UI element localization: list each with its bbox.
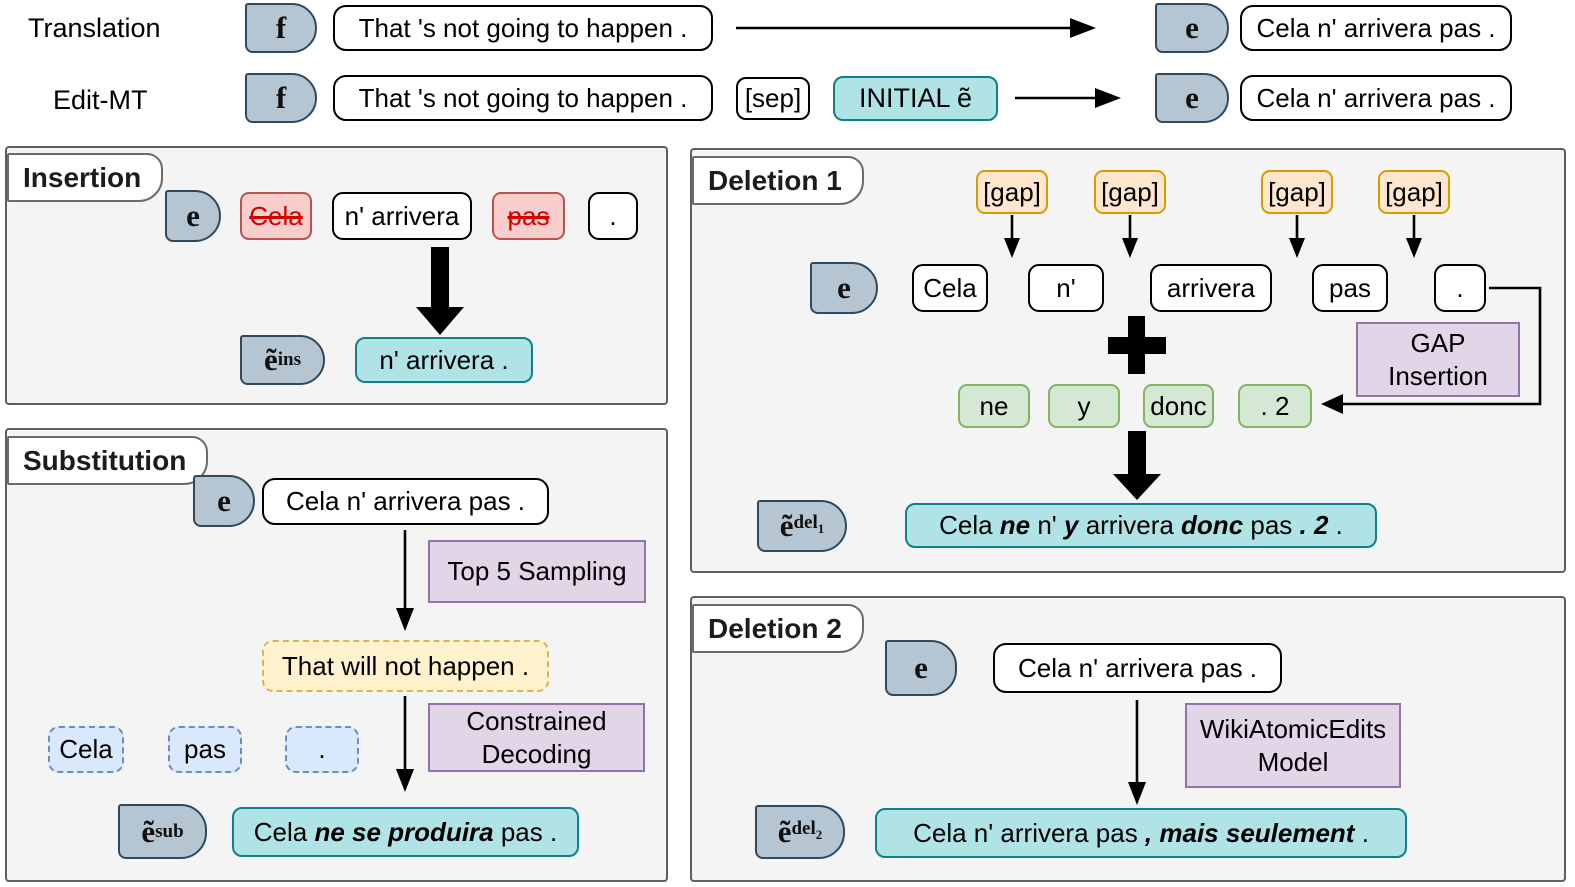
translation-row-label: Translation [28,13,161,43]
token: pas [1312,264,1388,312]
deletion1-panel-title: Deletion 1 [692,156,864,205]
inserted-token: ne [958,384,1030,428]
token: Cela [912,264,988,312]
token-deleted: pas [492,192,565,240]
inserted-token: donc [1143,384,1214,428]
gap-token: [gap] [1261,170,1333,214]
inserted-token: . 2 [1238,384,1312,428]
token: . [1434,264,1486,312]
editmt-arrow [1015,88,1121,108]
gap-token: [gap] [976,170,1048,214]
token: . [588,192,638,240]
sep-token: [sep] [736,77,810,120]
e-tag-translation: e [1155,3,1229,53]
deletion2-result: Cela n' arrivera pas , mais seulement . [875,808,1407,858]
insertion-result: n' arrivera . [355,337,533,383]
f-tag-editmt: f [245,73,317,123]
translation-arrow [736,18,1096,38]
source-sentence-translation: That 's not going to happen . [333,5,713,51]
top5-sampling-step: Top 5 Sampling [428,540,646,603]
constraint-token: . [285,726,359,773]
deletion2-input: Cela n' arrivera pas . [993,643,1282,693]
initial-e-token: INITIAL ẽ [833,76,998,121]
sampled-sentence: That will not happen . [262,640,549,692]
e-tag-substitution: e [193,475,255,527]
e-tag-insertion: e [165,190,221,242]
target-sentence-editmt: Cela n' arrivera pas . [1240,75,1512,121]
inserted-token: y [1048,384,1120,428]
editmt-row-label: Edit-MT [53,85,148,115]
token: n' arrivera [332,192,472,240]
source-sentence-editmt: That 's not going to happen . [333,75,713,121]
constraint-token: pas [168,726,242,773]
deletion2-panel-title: Deletion 2 [692,604,864,653]
substitution-input: Cela n' arrivera pas . [262,478,549,525]
e-tag-editmt: e [1155,73,1229,123]
e-tag-deletion2: e [885,640,957,696]
token-deleted: Cela [240,192,312,240]
token: arrivera [1150,264,1272,312]
constraint-token: Cela [48,726,124,773]
insertion-panel-title: Insertion [7,153,164,202]
deletion1-result: Cela ne n' y arrivera donc pas . 2 . [905,503,1377,548]
gap-token: [gap] [1094,170,1166,214]
f-tag-translation: f [245,3,317,53]
wikiatomicedits-step: WikiAtomicEdits Model [1185,703,1401,788]
target-sentence-translation: Cela n' arrivera pas . [1240,5,1512,51]
substitution-result: Cela ne se produira pas . [232,807,579,857]
token: n' [1028,264,1104,312]
constrained-decoding-step: Constrained Decoding [428,703,645,772]
gap-token: [gap] [1378,170,1450,214]
e-tag-deletion1: e [810,262,878,314]
gap-insertion-step: GAP Insertion [1356,322,1520,397]
substitution-panel-title: Substitution [7,436,209,485]
